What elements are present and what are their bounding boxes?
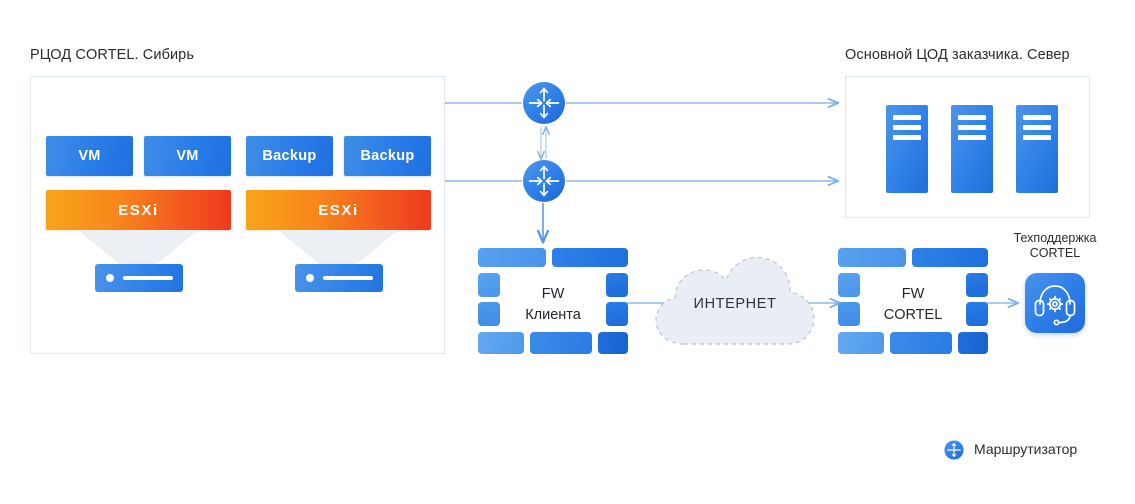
firewall-client-label: FW Клиента [525, 286, 581, 323]
firewall-cortel[interactable]: FW CORTEL [838, 248, 988, 358]
internet-cloud[interactable]: ИНТЕРНЕТ [650, 252, 820, 354]
router-icon [523, 160, 565, 202]
fw-brick [838, 248, 906, 267]
right-zone-title: Основной ЦОД заказчика. Север [845, 47, 1070, 63]
fw-brick [838, 332, 884, 354]
vm-tile-1[interactable]: VM [46, 136, 133, 176]
server-unit-2[interactable] [295, 264, 383, 292]
rack-slot [1023, 115, 1051, 120]
fw-brick [966, 273, 988, 297]
rack-slot [1023, 125, 1051, 130]
fw-brick [530, 332, 592, 354]
vm-tile-2[interactable]: VM [144, 136, 231, 176]
server-led-icon [106, 274, 114, 282]
rack-3[interactable] [1016, 105, 1058, 193]
support-caption: Техподдержка CORTEL [1013, 231, 1097, 260]
rack-slot [958, 115, 986, 120]
backup-tile-1[interactable]: Backup [246, 136, 333, 176]
internet-cloud-label: ИНТЕРНЕТ [693, 296, 777, 312]
left-zone-title: РЦОД CORTEL. Сибирь [30, 47, 194, 63]
router-icon [523, 82, 565, 124]
fw-brick [552, 248, 628, 267]
fw-brick [478, 302, 500, 326]
fw-brick [598, 332, 628, 354]
fw-brick [958, 332, 988, 354]
server-led-icon [306, 274, 314, 282]
funnel-shape-2 [278, 230, 398, 268]
rack-slot [893, 125, 921, 130]
server-slot-bar [123, 276, 173, 280]
router-bottom[interactable] [522, 159, 566, 203]
fw-brick [478, 332, 524, 354]
fw-brick [966, 302, 988, 326]
rack-slot [1023, 135, 1051, 140]
fw-brick [478, 273, 500, 297]
support-button[interactable] [1025, 273, 1085, 333]
fw-brick [838, 302, 860, 326]
esxi-bar-2[interactable]: ESXi [246, 190, 431, 230]
server-unit-1[interactable] [95, 264, 183, 292]
rack-slot [893, 135, 921, 140]
firewall-client[interactable]: FW Клиента [478, 248, 628, 358]
esxi-bar-1[interactable]: ESXi [46, 190, 231, 230]
rack-2[interactable] [951, 105, 993, 193]
fw-brick [890, 332, 952, 354]
rack-slot [958, 135, 986, 140]
backup-tile-2[interactable]: Backup [344, 136, 431, 176]
rack-1[interactable] [886, 105, 928, 193]
cloud-icon [655, 256, 815, 345]
firewall-cortel-label: FW CORTEL [883, 286, 943, 323]
fw-brick [606, 302, 628, 326]
fw-brick [606, 273, 628, 297]
fw-brick [912, 248, 988, 267]
legend-router-label: Маршрутизатор [974, 441, 1078, 457]
rack-slot [893, 115, 921, 120]
funnel-shape-1 [78, 230, 198, 268]
router-icon [944, 440, 964, 460]
server-slot-bar [323, 276, 373, 280]
headset-gear-icon [1034, 285, 1076, 326]
router-top[interactable] [522, 81, 566, 125]
legend-router-icon-wrap [944, 440, 964, 460]
fw-brick [478, 248, 546, 267]
fw-brick [838, 273, 860, 297]
rack-slot [958, 125, 986, 130]
